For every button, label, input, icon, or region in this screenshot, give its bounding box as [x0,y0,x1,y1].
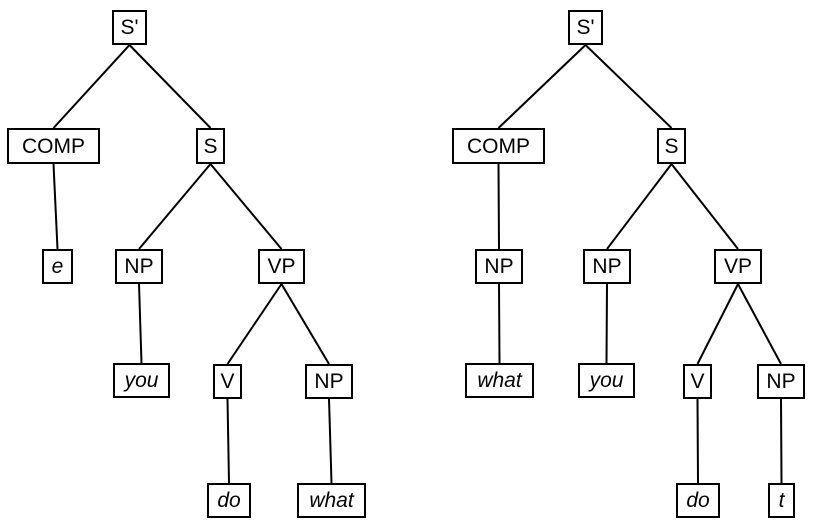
tree-node-r-comp: COMP [452,128,545,164]
tree-node-r-v: V [683,364,712,399]
tree-node-r-vp: VP [714,249,762,284]
tree-node-l-you: you [113,363,170,398]
tree-edge-r-vp-to-r-np2 [737,283,782,365]
tree-edge-r-np0-to-r-what [498,283,501,364]
tree-edge-l-s-to-l-np1 [138,163,212,250]
tree-node-l-np2: NP [305,364,353,399]
tree-node-l-e: e [42,249,73,284]
tree-edge-l-vp-to-l-np2 [280,283,330,365]
tree-node-l-what: what [297,483,366,518]
tree-edge-r-np1-to-r-you [605,283,608,364]
tree-edge-l-s-to-l-vp [209,163,283,250]
tree-node-l-sbar: S' [112,10,147,45]
tree-node-r-t: t [768,483,795,518]
tree-node-l-s: S [196,128,225,164]
tree-edge-l-vp-to-l-v [226,283,283,365]
tree-edge-l-np2-to-l-what [328,398,333,484]
tree-node-r-np1: NP [583,249,631,284]
tree-node-r-sbar: S' [568,10,603,45]
tree-edge-r-v-to-r-do [696,398,699,484]
tree-node-r-you: you [578,363,635,398]
tree-node-l-np1: NP [115,249,163,284]
tree-edge-l-sbar-to-l-s [128,44,212,129]
tree-edge-r-np2-to-r-t [780,398,783,484]
tree-node-r-s: S [657,128,686,164]
tree-edge-r-s-to-r-np1 [606,163,673,250]
tree-edge-l-np1-to-l-you [138,283,143,364]
tree-node-l-do: do [207,483,251,518]
tree-node-r-np2: NP [757,364,805,399]
tree-edge-r-comp-to-r-np0 [497,163,500,250]
tree-node-l-vp: VP [258,249,305,284]
tree-node-r-what: what [465,363,534,398]
tree-edge-l-v-to-l-do [226,398,230,484]
tree-edge-r-s-to-r-vp [670,163,739,250]
tree-edge-r-sbar-to-r-comp [497,44,587,129]
tree-node-r-np0: NP [475,249,523,284]
tree-node-r-do: do [676,483,720,518]
tree-edge-l-sbar-to-l-comp [52,44,131,129]
tree-edge-r-sbar-to-r-s [584,44,673,129]
tree-node-l-v: V [213,364,242,399]
tree-edge-r-vp-to-r-v [696,283,739,365]
tree-edge-l-comp-to-l-e [52,163,59,250]
tree-node-l-comp: COMP [7,128,100,164]
